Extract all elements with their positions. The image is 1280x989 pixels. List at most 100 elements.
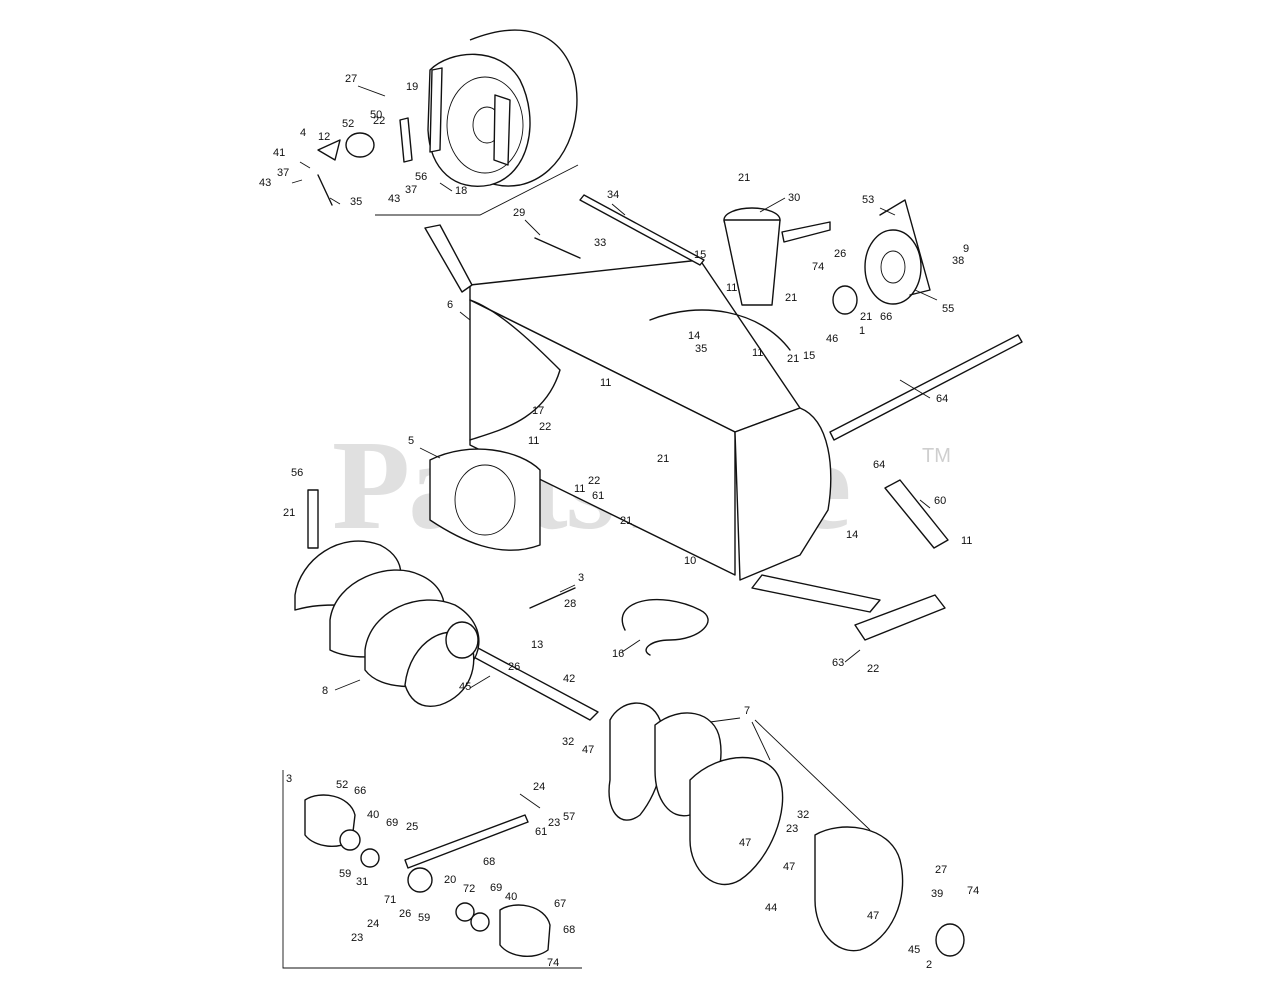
callout-32b: 32 bbox=[797, 809, 809, 821]
callout-19: 19 bbox=[406, 81, 418, 93]
drive-shaft-34 bbox=[579, 194, 705, 266]
callout-14a: 14 bbox=[688, 330, 700, 342]
callout-58a: 59 bbox=[339, 868, 351, 880]
callout-59: 60 bbox=[934, 495, 946, 507]
callout-49a: 47 bbox=[582, 744, 594, 756]
callout-57: 57 bbox=[563, 811, 575, 823]
callout-37b: 37 bbox=[405, 184, 417, 196]
wheel-tire bbox=[427, 53, 531, 187]
leader-63 bbox=[899, 379, 931, 399]
callout-25: 25 bbox=[406, 821, 418, 833]
callout-70b: 69 bbox=[490, 882, 502, 894]
leader-16 bbox=[621, 639, 641, 653]
callout-39: 39 bbox=[931, 888, 943, 900]
callout-22c: 22 bbox=[588, 475, 600, 487]
wheel-bracket bbox=[493, 94, 511, 166]
callout-41: 41 bbox=[273, 147, 285, 159]
callout-40b: 40 bbox=[505, 891, 517, 903]
bracket-59 bbox=[884, 479, 949, 549]
callout-67: 67 bbox=[554, 898, 566, 910]
auger-shaft-45 bbox=[469, 647, 599, 721]
brace bbox=[399, 117, 413, 163]
leader-5 bbox=[419, 447, 441, 459]
right-augers bbox=[608, 702, 965, 957]
callout-58b: 59 bbox=[418, 912, 430, 924]
callout-24b: 24 bbox=[367, 918, 379, 930]
idler-arm bbox=[317, 139, 341, 161]
callout-36: 35 bbox=[695, 343, 707, 355]
callout-4: 4 bbox=[300, 127, 306, 139]
callout-21a: 21 bbox=[738, 172, 750, 184]
auger-end-bearing bbox=[935, 923, 965, 957]
housing-side-plate bbox=[734, 407, 832, 581]
spring bbox=[317, 174, 333, 206]
callout-21c: 21 bbox=[860, 311, 872, 323]
callout-44: 44 bbox=[765, 902, 777, 914]
callout-52: 53 bbox=[862, 194, 874, 206]
gearbox-hub bbox=[445, 621, 479, 659]
leader-34 bbox=[611, 203, 626, 216]
callout-45: 45 bbox=[459, 681, 471, 693]
discharge-chute bbox=[723, 207, 831, 306]
callout-22d: 22 bbox=[867, 663, 879, 675]
callout-54: 55 bbox=[942, 303, 954, 315]
leader-52 bbox=[879, 207, 896, 216]
callout-23a: 23 bbox=[548, 817, 560, 829]
callout-10: 10 bbox=[684, 555, 696, 567]
wheel-divider-line bbox=[375, 164, 579, 216]
callout-43a: 43 bbox=[259, 177, 271, 189]
callout-50: 50 bbox=[370, 109, 382, 121]
callout-49b: 47 bbox=[739, 837, 751, 849]
auger-flight-8 bbox=[814, 826, 904, 952]
callout-20: 20 bbox=[444, 874, 456, 886]
watermark-trademark: TM bbox=[922, 445, 951, 467]
callout-9: 9 bbox=[963, 243, 969, 255]
callout-12: 12 bbox=[318, 131, 330, 143]
bearing-flange bbox=[832, 285, 858, 315]
callout-11e: 11 bbox=[574, 483, 585, 495]
callout-14b: 14 bbox=[846, 529, 858, 541]
callout-27b: 27 bbox=[935, 864, 947, 876]
callout-53: 52 bbox=[342, 118, 354, 130]
callout-49c: 47 bbox=[783, 861, 795, 873]
callout-29: 29 bbox=[513, 207, 525, 219]
pulley-wheel bbox=[345, 132, 375, 158]
callout-73a: 74 bbox=[967, 885, 979, 897]
pin-28 bbox=[529, 587, 576, 609]
drive-pulley-hub bbox=[880, 250, 906, 284]
callout-21b: 21 bbox=[785, 292, 797, 304]
drive-pulley bbox=[864, 229, 922, 305]
callout-60: 61 bbox=[592, 490, 604, 502]
callout-21e: 21 bbox=[657, 453, 669, 465]
callout-33: 33 bbox=[594, 237, 606, 249]
callout-7: 7 bbox=[744, 705, 750, 717]
callout-labels: 27 19 50 52 22 4 12 41 37 43 56 37 18 43… bbox=[259, 73, 979, 971]
leader-43a bbox=[291, 179, 303, 184]
callout-37a: 37 bbox=[277, 167, 289, 179]
callout-30: 30 bbox=[788, 192, 800, 204]
callout-21d: 21 bbox=[787, 353, 799, 365]
leader-30 bbox=[759, 197, 786, 213]
callout-70a: 69 bbox=[386, 817, 398, 829]
leader-59 bbox=[919, 499, 931, 509]
callout-23c: 23 bbox=[351, 932, 363, 944]
left-augers bbox=[294, 540, 480, 707]
callout-43b: 43 bbox=[388, 193, 400, 205]
wheel-assembly bbox=[317, 29, 579, 216]
callout-2: 2 bbox=[926, 959, 932, 971]
callout-49d: 47 bbox=[867, 910, 879, 922]
leader-54 bbox=[914, 289, 938, 301]
impeller bbox=[429, 448, 541, 551]
leader-35 bbox=[329, 197, 341, 205]
callout-27: 27 bbox=[345, 73, 357, 85]
inset-border bbox=[282, 770, 582, 969]
callout-56: 56 bbox=[291, 467, 303, 479]
shaft-69 bbox=[404, 814, 529, 869]
callout-31: 31 bbox=[356, 876, 368, 888]
leader-29 bbox=[524, 219, 541, 236]
callout-23b: 23 bbox=[786, 823, 798, 835]
leader-8 bbox=[334, 679, 361, 691]
callout-21g: 21 bbox=[620, 515, 632, 527]
callout-11b: 11 bbox=[752, 347, 763, 359]
callout-1: 1 bbox=[859, 325, 865, 337]
